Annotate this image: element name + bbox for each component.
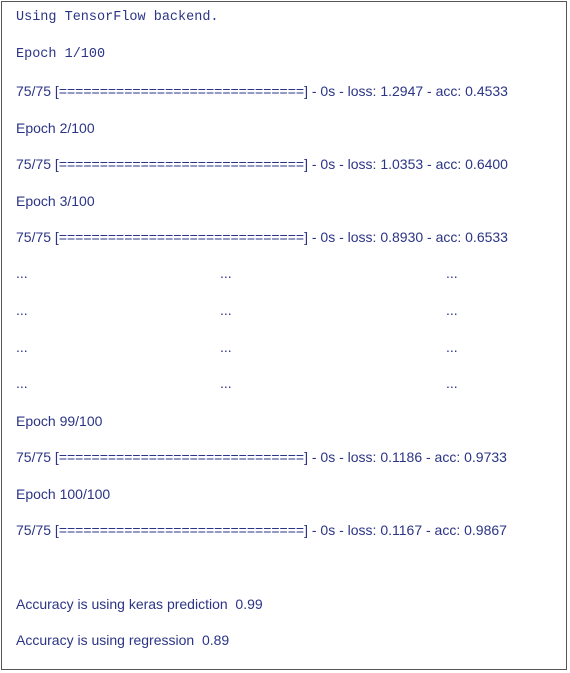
ellipsis: ... [16,339,28,355]
epoch-2-label: Epoch 2/100 [16,120,95,136]
epoch-100-progress: 75/75 [==============================] -… [16,522,507,538]
epoch-1-progress: 75/75 [==============================] -… [16,83,508,99]
epoch-99-progress: 75/75 [==============================] -… [16,449,507,465]
ellipsis: ... [16,302,28,318]
epoch-2-progress: 75/75 [==============================] -… [16,156,508,172]
epoch-3-label: Epoch 3/100 [16,193,95,209]
ellipsis: ... [16,375,28,391]
ellipsis: ... [446,302,458,318]
ellipsis: ... [446,339,458,355]
ellipsis: ... [220,302,232,318]
epoch-100-label: Epoch 100/100 [16,486,111,502]
epoch-99-label: Epoch 99/100 [16,413,103,429]
ellipsis: ... [220,375,232,391]
backend-message: Using TensorFlow backend. [16,10,219,25]
regression-accuracy-result: Accuracy is using regression 0.89 [16,632,230,648]
epoch-3-progress: 75/75 [==============================] -… [16,229,508,245]
ellipsis: ... [446,265,458,281]
ellipsis: ... [220,339,232,355]
ellipsis: ... [220,265,232,281]
keras-accuracy-result: Accuracy is using keras prediction 0.99 [16,596,263,612]
epoch-1-label: Epoch 1/100 [16,47,106,62]
ellipsis: ... [446,375,458,391]
ellipsis: ... [16,265,28,281]
